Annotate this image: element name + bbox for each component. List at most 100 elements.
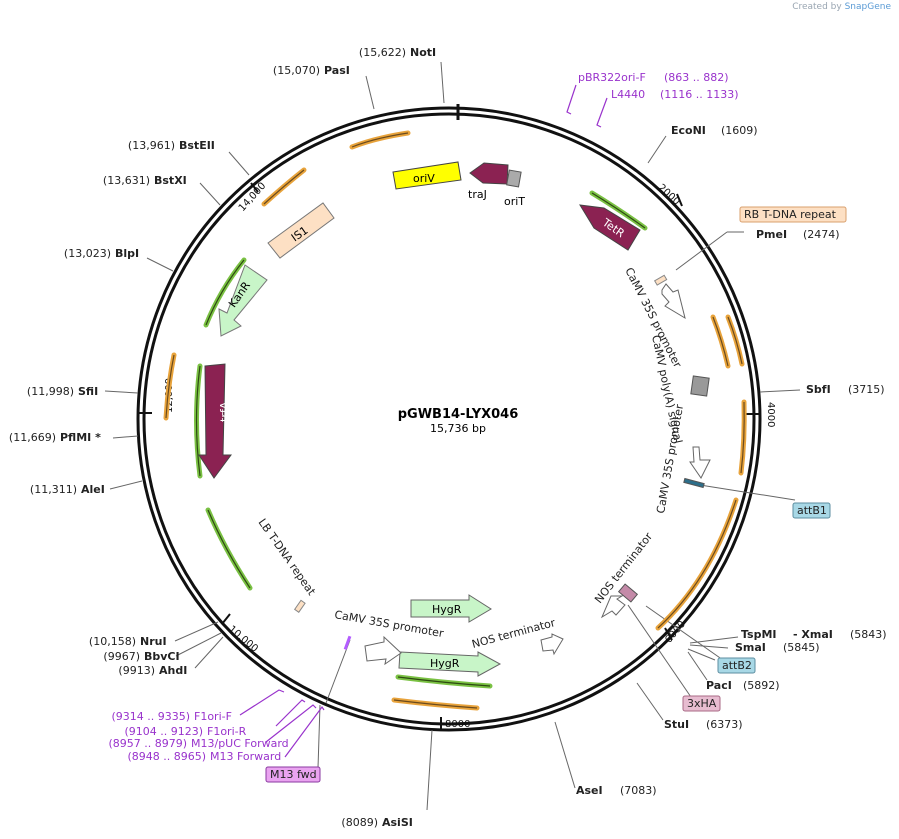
primer-lines (239, 84, 608, 758)
site-name: BstEII (179, 139, 215, 152)
rb-repeat-feature (653, 274, 668, 286)
tick-label: 8000 (445, 719, 470, 730)
label-boxes: RB T-DNA repeat attB1 attB2 3xHA M13 fwd (265, 206, 847, 783)
site-pos: (13,631) (103, 174, 150, 187)
orit-feature (506, 169, 522, 188)
site-pos: (2474) (803, 228, 840, 241)
attb2-box (717, 657, 756, 674)
primer-name: M13 Forward (210, 750, 281, 763)
site-pos: (5892) (743, 679, 780, 692)
camv-promoter-arrow (364, 635, 402, 666)
hygr-lower-feature (398, 651, 502, 677)
site-name: AleI (81, 483, 105, 496)
site-pos: (8089) (341, 816, 378, 829)
site-name: PasI (324, 64, 350, 77)
primer-range: (1116 .. 1133) (660, 88, 739, 101)
site-name: EcoNI (671, 124, 706, 137)
traj-label: traJ (468, 188, 487, 201)
attb1-box (792, 502, 831, 519)
site-name: - XmaI (793, 628, 833, 641)
polya-feature (690, 375, 710, 397)
credit-prefix: Created by (792, 2, 842, 12)
site-pos: (9913) (118, 664, 155, 677)
camv-promoter-arrow (689, 446, 711, 479)
oriv-feature (392, 161, 462, 190)
trfa-label: trfA (218, 401, 231, 422)
site-name: NruI (140, 635, 167, 648)
lb-repeat-feature (293, 599, 306, 613)
site-name: BbvCI (144, 650, 180, 663)
attb1-box-label: attB1 (797, 504, 827, 517)
site-name: NotI (410, 46, 436, 59)
primer-labels: pBR322ori-F (863 .. 882) L4440 (1116 .. … (108, 71, 738, 763)
site-name: PflMI * (60, 431, 101, 444)
attb1-feature (683, 477, 705, 489)
ha-box-label: 3xHA (687, 697, 717, 710)
orange-arc-cores (165, 132, 745, 709)
site-pos: (13,023) (64, 247, 111, 260)
credit-brand: SnapGene (844, 2, 891, 12)
site-pos: (5845) (783, 641, 820, 654)
primer-range: (9104 .. 9123) (124, 725, 203, 738)
site-name: StuI (664, 718, 689, 731)
site-pos: (1609) (721, 124, 758, 137)
hygr-lower-label: HygR (430, 657, 460, 670)
m13-feature (343, 635, 352, 650)
site-name: TspMI (741, 628, 777, 641)
site-lines (104, 61, 801, 811)
oriv-label: oriV (413, 172, 435, 185)
site-pos: (11,998) (27, 385, 74, 398)
m13-box (265, 766, 321, 783)
site-labels: (15,622) NotI (15,070) PasI (13,961) Bst… (9, 46, 887, 829)
site-name: AhdI (159, 664, 187, 677)
features: oriV traJ oriT TetR IS1 KanR trfA HygR H… (198, 161, 711, 677)
hygr-upper-feature (410, 594, 492, 623)
primer-range: (8957 .. 8979) (108, 737, 187, 750)
ha-feature (617, 583, 639, 603)
traj-feature (469, 162, 509, 185)
site-pos: (9967) (103, 650, 140, 663)
site-name: BlpI (115, 247, 139, 260)
snapgene-credit: Created by SnapGene (792, 2, 891, 12)
primer-range: (9314 .. 9335) (111, 710, 190, 723)
nos-terminator-arrow (540, 633, 564, 656)
primer-range: (8948 .. 8965) (127, 750, 206, 763)
plasmid-size: 15,736 bp (430, 422, 486, 435)
site-pos: (11,669) (9, 431, 56, 444)
site-name: AseI (576, 784, 603, 797)
primer-name: L4440 (611, 88, 645, 101)
orit-label: oriT (504, 195, 525, 208)
camv2-label: CaMV 35S promoter (654, 403, 686, 515)
site-pos: (10,158) (89, 635, 136, 648)
rb-box (739, 206, 847, 223)
primer-name: F1ori-F (194, 710, 232, 723)
lb-label: LB T-DNA repeat (256, 516, 319, 598)
primer-name: M13/pUC Forward (191, 737, 289, 750)
primer-name: F1ori-R (207, 725, 247, 738)
site-pos: (7083) (620, 784, 657, 797)
m13-box-label: M13 fwd (270, 768, 317, 781)
rb-box-label: RB T-DNA repeat (744, 208, 837, 221)
trfa-feature (198, 363, 232, 479)
site-pos: (11,311) (30, 483, 77, 496)
hygr-upper-label: HygR (432, 603, 462, 616)
backbone (136, 104, 762, 732)
site-pos: (13,961) (128, 139, 175, 152)
site-pos: (15,070) (273, 64, 320, 77)
site-pos: (3715) (848, 383, 885, 396)
kanr-feature (218, 264, 268, 337)
attb2-box-label: attB2 (722, 659, 752, 672)
primer-range: (863 .. 882) (664, 71, 729, 84)
tetr-feature (579, 204, 641, 251)
tick-label: 2000 (656, 182, 682, 207)
site-name: SmaI (735, 641, 766, 654)
site-name: SfiI (78, 385, 98, 398)
site-name: PacI (706, 679, 732, 692)
site-name: AsiSI (382, 816, 413, 829)
camv-promoter-arrow (661, 283, 686, 320)
nos-terminator-arrow (600, 595, 626, 619)
site-name: SbfI (806, 383, 831, 396)
site-pos: (5843) (850, 628, 887, 641)
ticks: 2000 4000 6000 8000 10,000 12,000 14,000 (137, 181, 776, 730)
